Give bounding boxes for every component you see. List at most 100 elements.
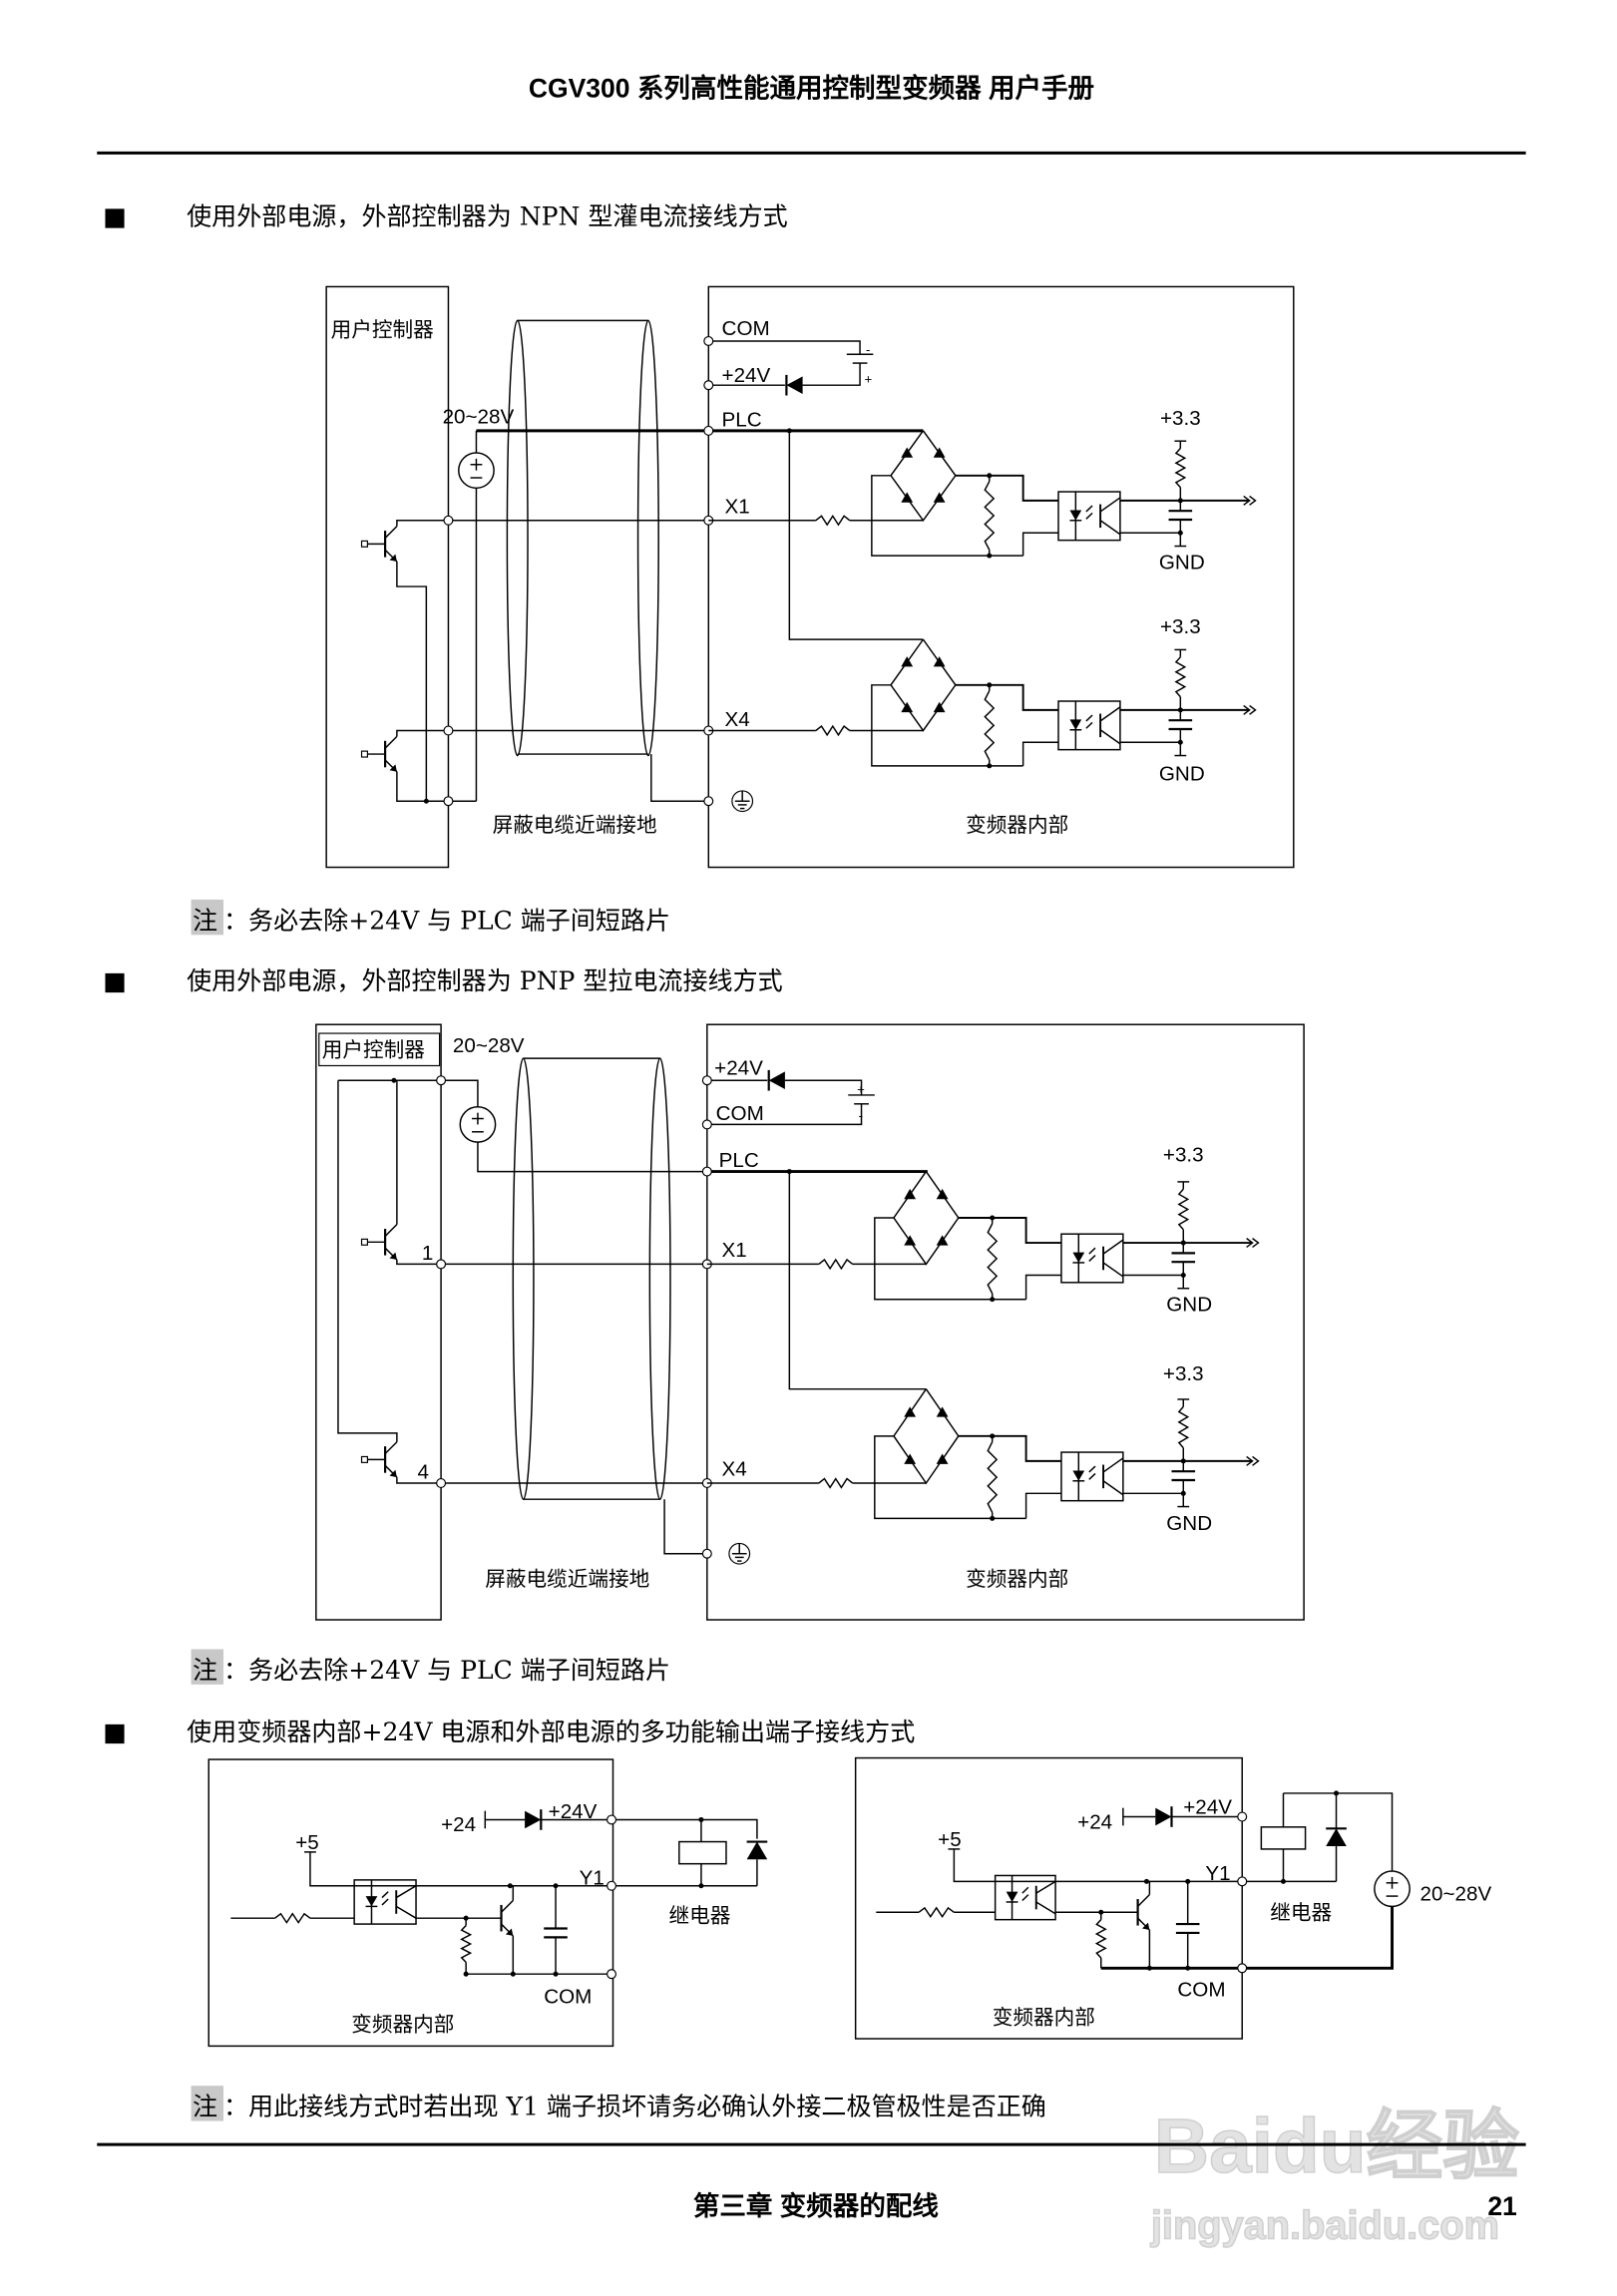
junction-dot [990,1515,996,1521]
shield-label: 屏蔽电缆近端接地 [493,813,657,837]
resistor [1177,1405,1190,1449]
bridge-diode [901,492,914,503]
v33-label: +3.3 [1160,407,1201,430]
terminal-4-label: 4 [418,1461,429,1484]
wire [663,1499,707,1555]
terminal [1237,1876,1248,1887]
com-label: COM [716,1102,764,1125]
com-label: COM [1177,1978,1225,2001]
y1-label: Y1 [580,1866,605,1889]
wire [1085,721,1093,729]
emitter-arrow [505,1928,514,1936]
p5-label: +5 [938,1828,962,1851]
wire [1102,1457,1124,1473]
diode [525,1810,542,1829]
wire [381,1898,389,1906]
resistor [1174,656,1187,698]
wire [1243,495,1251,506]
controller-label: 用户控制器 [322,1038,426,1062]
terminal [703,425,714,436]
wire [384,526,398,539]
wire [477,1142,707,1173]
wire [384,735,398,749]
gnd-label: GND [1159,551,1205,574]
bridge-diode [933,492,946,503]
page-number: 21 [1487,2191,1517,2221]
junction-dot [1180,1240,1186,1246]
wire [384,1224,398,1237]
led [1072,1470,1085,1481]
led [365,1896,378,1907]
terminal [703,335,714,346]
junction-dot [1143,1878,1149,1884]
v33-label: +3.3 [1163,1362,1204,1385]
junction-dot [990,1433,996,1439]
terminal [443,725,454,736]
com-label: COM [544,1986,592,2009]
inverter-label: 变频器内部 [966,813,1068,837]
bridge-diode [933,656,946,667]
dc-source-icon [459,1106,497,1143]
wire [1102,1239,1124,1255]
base-terminal [360,1238,368,1246]
shield-label: 屏蔽电缆近端接地 [485,1567,649,1591]
terminal [443,515,454,526]
inverter-label: 变频器内部 [993,2005,1095,2029]
gnd-label: GND [1166,1512,1212,1535]
wire [1099,706,1121,722]
v24-label: +24V [1183,1796,1232,1819]
section-heading-npn: 使用外部电源，外部控制器为 NPN 型灌电流接线方式 [187,202,788,231]
voltage-label: 20~28V [453,1034,525,1057]
wire [1024,1492,1061,1519]
output-internal-supply-diagram: +24 +24V +5 Y1 继电器 COM 变频器内部 [207,1758,768,2048]
voltage-label: 20~28V [1420,1883,1492,1906]
page-header-title: CGV300 系列高性能通用控制型变频器 用户手册 [529,73,1094,103]
p24-label: +24 [441,1813,476,1836]
junction-dot [510,1971,516,1977]
junction-dot [987,553,993,559]
wire [1024,1274,1061,1300]
wire [1035,1901,1056,1915]
resistor [1094,1919,1107,1959]
junction-dot [786,428,792,434]
diode [746,1841,768,1860]
relay-label: 继电器 [669,1904,731,1928]
baidu-watermark-url: jingyan.baidu.com [1150,2203,1499,2247]
wire [1249,704,1257,715]
bridge-diode [904,1188,917,1200]
gnd-label: GND [1159,763,1205,786]
plc-label: PLC [722,408,762,431]
wire [788,1171,927,1390]
terminal [436,1075,447,1086]
diode [1155,1807,1172,1826]
baidu-watermark-logo: Baidu经验 [1154,2105,1519,2189]
junction-dot [553,1971,559,1977]
terminal [443,796,454,807]
controller-label-box [318,1032,441,1067]
optocoupler-icon [1060,1233,1124,1284]
resistor [1174,448,1187,489]
note-prefix: 注 [193,906,217,935]
junction-dot [507,1883,513,1889]
terminal [703,380,714,391]
junction-dot [1185,1965,1191,1971]
wire [953,1848,1337,1883]
wire [1021,1886,1029,1894]
resistor [815,514,851,527]
diode [1326,1828,1347,1846]
note-prefix: 注 [193,2093,217,2121]
terminal [436,1259,447,1270]
terminal [1237,1963,1248,1974]
junction-dot [987,682,993,688]
user-controller-box [315,1023,442,1621]
junction-dot [463,1971,469,1977]
wire [1099,497,1121,513]
section-heading-output: 使用变频器内部+24V 电源和外部电源的多功能输出端子接线方式 [187,1718,915,1746]
wire [650,754,709,802]
bridge-diode [936,1406,949,1417]
terminal [701,1075,712,1086]
wire [871,684,1023,767]
gnd-label: GND [1166,1294,1212,1317]
wire [396,729,709,737]
